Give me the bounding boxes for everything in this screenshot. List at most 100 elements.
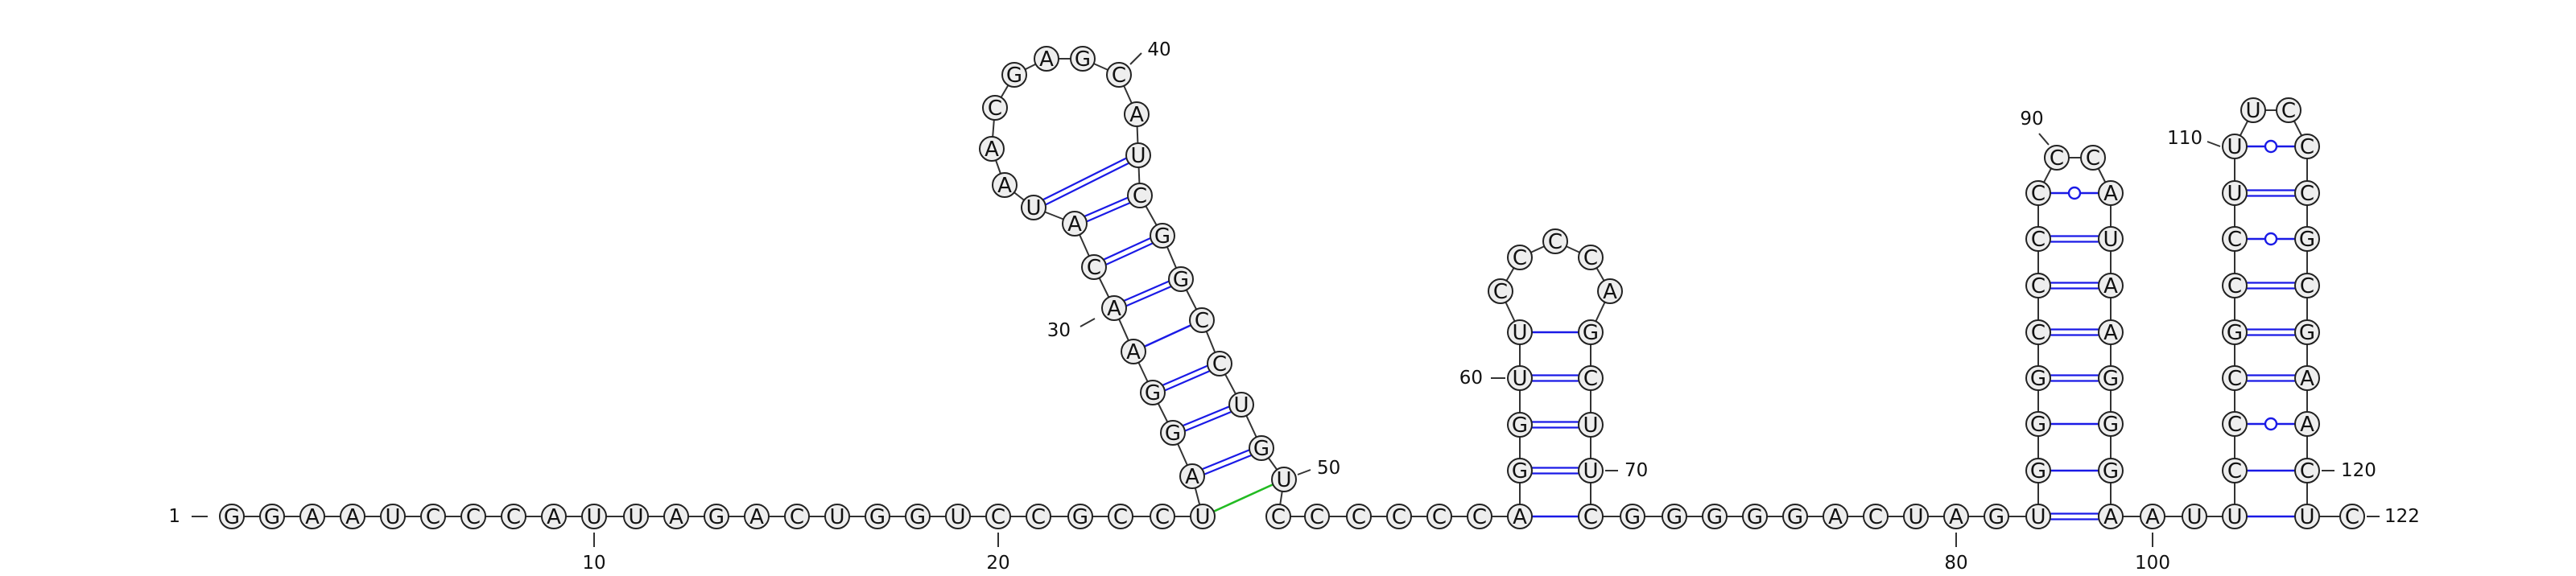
nucleotide: G: [1067, 504, 1093, 529]
nucleotide-circle: [2339, 504, 2365, 529]
nucleotide-circle: [2098, 226, 2124, 252]
nucleotide: C: [1189, 307, 1215, 333]
nucleotide: C: [1467, 504, 1492, 529]
nucleotide-circle: [1026, 504, 1051, 529]
nucleotide-circle: [2098, 365, 2124, 391]
nucleotide-circle: [1021, 195, 1046, 220]
nucleotide-letter: C: [2050, 146, 2064, 171]
nucleotide-circle: [2140, 504, 2165, 529]
nucleotide-circle: [985, 504, 1011, 529]
nucleotide-circle: [1620, 504, 1645, 529]
nucleotide-circle: [299, 504, 325, 529]
nucleotide: A: [979, 136, 1005, 162]
nucleotide-circle: [380, 504, 406, 529]
nucleotide-letter: A: [1513, 505, 1527, 529]
nucleotide: A: [541, 504, 567, 529]
nucleotide-circle: [2294, 134, 2320, 159]
nucleotide: G: [1620, 504, 1645, 529]
nucleotide-circle: [1542, 228, 1568, 254]
nucleotide-letter: G: [1512, 459, 1528, 483]
nucleotide-circle: [2098, 458, 2124, 483]
nucleotide-circle: [2025, 180, 2051, 206]
nucleotide-letter: A: [2145, 505, 2160, 529]
nucleotide: U: [1507, 365, 1533, 391]
nucleotide-letter: C: [2227, 459, 2242, 483]
nucleotide-circle: [824, 504, 850, 529]
nucleotide: U: [2222, 134, 2248, 159]
nucleotide-letter: C: [2086, 146, 2100, 171]
nucleotide-circle: [982, 95, 1008, 121]
nucleotide-letter: C: [2031, 274, 2046, 298]
nucleotide-circle: [623, 504, 649, 529]
nucleotide: U: [2182, 504, 2207, 529]
nucleotide: G: [2098, 458, 2124, 483]
nucleotide-circle: [2240, 97, 2266, 123]
position-number: 80: [1944, 553, 1967, 574]
nucleotide-letter: G: [1165, 422, 1181, 446]
nucleotide: U: [1228, 392, 1254, 418]
gu-pair-marker: [2264, 232, 2278, 246]
nucleotide-letter: C: [2300, 459, 2314, 483]
nucleotide: C: [2222, 365, 2248, 391]
number-tick: [1297, 469, 1311, 475]
nucleotide-letter: G: [1624, 505, 1641, 529]
nucleotide-letter: C: [1868, 505, 1883, 529]
nucleotide: G: [905, 504, 931, 529]
nucleotide-letter: G: [1072, 505, 1088, 529]
nucleotide-circle: [1168, 266, 1194, 292]
nucleotide-letter: U: [1195, 505, 1210, 529]
nucleotide-letter: C: [1195, 309, 1209, 333]
nucleotide: C: [2294, 458, 2320, 483]
nucleotide-letter: U: [2186, 505, 2202, 529]
nucleotide-letter: G: [2030, 367, 2046, 391]
nucleotide: C: [2294, 134, 2320, 159]
nucleotide: C: [1106, 62, 1132, 88]
nucleotide-letter: A: [2103, 321, 2118, 345]
nucleotide-letter: U: [1233, 393, 1249, 418]
nucleotide: G: [1140, 380, 1166, 405]
nucleotide: G: [1001, 62, 1027, 88]
nucleotide: U: [1125, 142, 1151, 168]
nucleotide: A: [340, 504, 365, 529]
nucleotide-circle: [1121, 339, 1146, 364]
nucleotide: C: [2222, 273, 2248, 298]
nucleotide: U: [2222, 504, 2248, 529]
nucleotide: C: [1207, 351, 1232, 376]
nucleotide: G: [2025, 411, 2051, 437]
nucleotide: G: [2222, 319, 2248, 345]
nucleotide-circle: [2294, 226, 2320, 252]
nucleotide: C: [1507, 245, 1533, 270]
nucleotide-letter: A: [1185, 465, 1199, 489]
nucleotide-letter: U: [1908, 505, 1923, 529]
nucleotide-letter: C: [988, 97, 1002, 121]
nucleotide: C: [2276, 97, 2301, 123]
nucleotide-letter: U: [2227, 182, 2242, 206]
nucleotide-letter: C: [1031, 505, 1046, 529]
nucleotide-circle: [945, 504, 971, 529]
nucleotide: U: [1578, 458, 1604, 483]
nucleotide-letter: G: [2103, 459, 2119, 483]
nucleotide-letter: G: [708, 505, 724, 529]
nucleotide: C: [1108, 504, 1133, 529]
nucleotide-circle: [1150, 504, 1175, 529]
nucleotide: C: [2044, 145, 2070, 171]
position-number: 110: [2167, 128, 2202, 149]
nucleotide-circle: [2025, 319, 2051, 345]
nucleotide-letter: A: [1039, 47, 1054, 72]
nucleotide: A: [1034, 46, 1059, 72]
position-number: 30: [1047, 320, 1071, 341]
nucleotide-circle: [2025, 365, 2051, 391]
nucleotide-letter: U: [1583, 459, 1598, 483]
gu-pair-marker: [2067, 186, 2082, 200]
nucleotide: A: [2098, 180, 2124, 206]
nucleotide-circle: [1507, 458, 1533, 483]
nucleotide: U: [623, 504, 649, 529]
nucleotide-letter: C: [2031, 321, 2046, 345]
nucleotide-circle: [2025, 504, 2051, 529]
nucleotide-letter: C: [1583, 505, 1598, 529]
nucleotide: A: [1124, 101, 1150, 127]
nucleotide-letter: A: [1129, 103, 1144, 127]
nucleotide: G: [1168, 266, 1194, 292]
position-number: 50: [1317, 458, 1340, 479]
